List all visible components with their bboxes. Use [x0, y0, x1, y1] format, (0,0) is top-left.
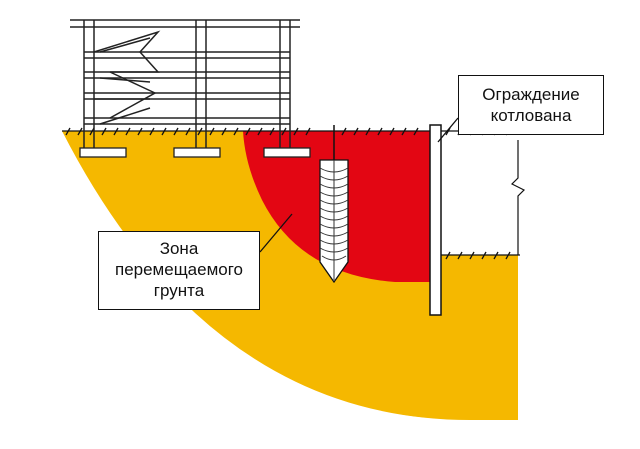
- displaced-soil-label-line-3: грунта: [153, 281, 205, 300]
- excavation-fence-label-line-1: Ограждение: [482, 85, 580, 104]
- zone-leader-line: [259, 213, 293, 253]
- excavation-area: [441, 136, 519, 254]
- break-mark-icon: [510, 140, 526, 255]
- retaining-wall: [429, 124, 442, 316]
- footing-3: [263, 147, 311, 158]
- displaced-soil-label: Зона перемещаемого грунта: [98, 231, 260, 310]
- displaced-soil-label-line-1: Зона: [159, 239, 199, 258]
- excavation-bottom-hatch: [441, 251, 520, 260]
- soil-mask: [0, 131, 518, 449]
- excavation-fence-label: Ограждение котлована: [458, 75, 604, 135]
- excavation-fence-label-line-2: котлована: [490, 106, 572, 125]
- footing-1: [79, 147, 127, 158]
- pile-auger-icon: [319, 125, 349, 284]
- footing-2: [173, 147, 221, 158]
- fence-leader-line: [437, 117, 459, 143]
- building-frame-icon: [70, 19, 300, 148]
- displaced-soil-label-line-2: перемещаемого: [114, 260, 244, 279]
